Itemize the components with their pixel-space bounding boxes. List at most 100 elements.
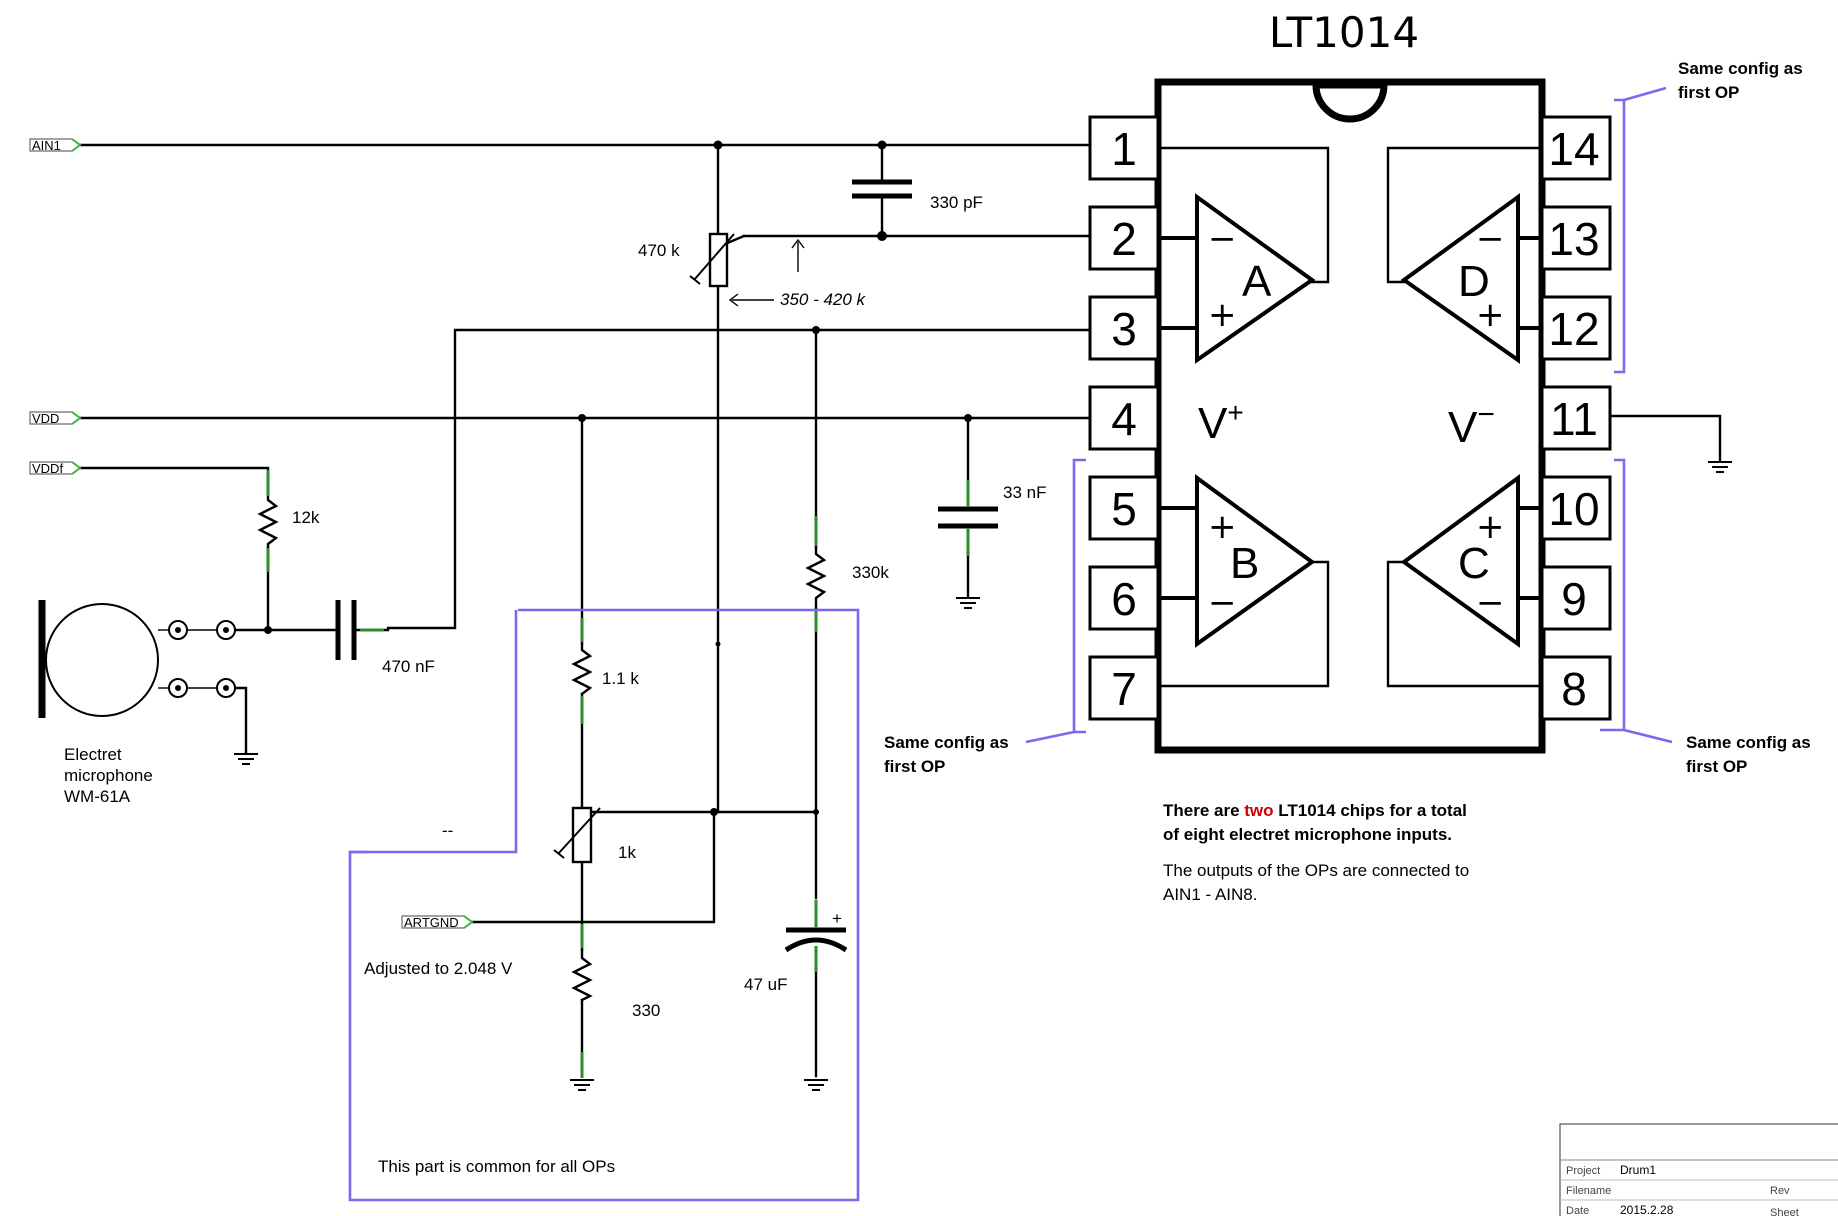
- net-label-ain1: AIN1: [29, 138, 82, 153]
- opamp-d-minus: −: [1476, 219, 1505, 259]
- bracket-left: Same config as first OP: [884, 458, 1086, 776]
- pin-1: [1088, 115, 1160, 181]
- capacitor-47uf-plus: +: [832, 909, 842, 928]
- pin-1-label: 1: [1111, 123, 1137, 175]
- project-label: Project: [1566, 1165, 1600, 1177]
- ground-symbol-330: [570, 1079, 594, 1091]
- resistor-330k-label: 330k: [852, 563, 889, 582]
- pin-13-label: 13: [1548, 213, 1599, 265]
- svg-text:AIN1: AIN1: [32, 138, 61, 153]
- ground-symbol-33nf: [956, 597, 980, 609]
- pin-12: [1540, 295, 1612, 361]
- sheet-label: Sheet: [1770, 1207, 1799, 1216]
- opamp-a-plus: +: [1208, 295, 1237, 335]
- opamp-c-plus: +: [1476, 507, 1505, 547]
- chip-count-note: There are two LT1014 chips for a total o…: [1163, 801, 1469, 904]
- pin-6: [1088, 565, 1160, 631]
- same-config-top-2: first OP: [1678, 83, 1739, 102]
- opamp-b-triangle: [1195, 474, 1316, 648]
- date-value: 2015.2.28: [1620, 1203, 1674, 1216]
- opamp-d-plus: +: [1476, 295, 1505, 335]
- pin-2-label: 2: [1111, 213, 1137, 265]
- filename-label: Filename: [1566, 1185, 1611, 1197]
- outputs-line-2: AIN1 - AIN8.: [1163, 885, 1257, 904]
- ground-symbol-mic: [234, 753, 258, 765]
- pin-10-label: 10: [1548, 483, 1599, 535]
- mic-label-3: WM-61A: [64, 787, 131, 806]
- pin-5: [1088, 475, 1160, 541]
- chip-body: [1154, 78, 1546, 754]
- pin-14-label: 14: [1548, 123, 1599, 175]
- opamp-c-triangle: [1400, 474, 1520, 648]
- capacitor-330pf-label: 330 pF: [930, 193, 983, 212]
- mic-label-2: microphone: [64, 766, 153, 785]
- opamp-a-minus: −: [1208, 219, 1237, 259]
- electret-microphone: Electret microphone WM-61A: [38, 600, 236, 806]
- potentiometer-1k: 1k: [553, 806, 636, 864]
- adjusted-note: Adjusted to 2.048 V: [364, 959, 513, 978]
- pin-8: [1540, 655, 1612, 721]
- potentiometer-1k-label: 1k: [618, 843, 636, 862]
- bracket-top-right: Same config as first OP: [1614, 59, 1803, 374]
- net-label-vddf: VDDf: [29, 461, 82, 476]
- vminus-label: V−: [1448, 398, 1495, 452]
- ground-symbol-pin11: [1708, 461, 1732, 473]
- pot-range-label: 350 - 420 k: [780, 290, 867, 309]
- opamp-d-triangle: [1400, 193, 1520, 364]
- net-label-artgnd: ARTGND: [401, 915, 474, 930]
- opamp-b: + − B: [1158, 474, 1330, 688]
- ground-symbol-47uf: [804, 1079, 828, 1091]
- mic-label-1: Electret: [64, 745, 122, 764]
- opamp-a-label: A: [1242, 257, 1272, 306]
- lt1014-chip: LT1014 1 2 3 4 5 6 7: [1088, 8, 1612, 754]
- pin-10: [1540, 475, 1612, 541]
- rev-label: Rev: [1770, 1185, 1790, 1197]
- chip-title: LT1014: [1269, 8, 1419, 57]
- opamp-a-triangle: [1195, 193, 1316, 364]
- opamp-c-minus: −: [1476, 583, 1505, 623]
- pin-5-label: 5: [1111, 483, 1137, 535]
- pin-9-label: 9: [1561, 573, 1587, 625]
- right-pins: 14 13 12 11 10 9 8: [1540, 115, 1612, 721]
- dash-mark: --: [442, 821, 453, 840]
- junctions: [264, 140, 972, 816]
- date-label: Date: [1566, 1205, 1589, 1216]
- resistor-330k: 330k: [805, 516, 889, 632]
- pin-14: [1540, 115, 1612, 181]
- capacitor-470nf: 470 nF: [335, 600, 435, 676]
- two-chips-line-2: of eight electret microphone inputs.: [1163, 825, 1452, 844]
- project-value: Drum1: [1620, 1163, 1656, 1177]
- opamp-b-minus: −: [1208, 583, 1237, 623]
- resistor-1-1k-label: 1.1 k: [602, 669, 639, 688]
- chip-notch: [1312, 81, 1388, 123]
- resistor-12k-label: 12k: [292, 508, 320, 527]
- resistor-330-label: 330: [632, 1001, 660, 1020]
- capacitor-33nf: 33 nF: [938, 480, 1046, 556]
- same-config-right-2: first OP: [1686, 757, 1747, 776]
- pin-3: [1088, 295, 1160, 361]
- same-config-right-1: Same config as: [1686, 733, 1811, 752]
- opamp-b-label: B: [1230, 539, 1259, 588]
- pin-11-label: 11: [1550, 393, 1598, 445]
- common-part-note: This part is common for all OPs: [378, 1157, 615, 1176]
- vplus-label: V+: [1198, 397, 1244, 448]
- potentiometer-470k: 470 k 350 - 420 k: [638, 232, 867, 309]
- svg-text:VDD: VDD: [32, 411, 59, 426]
- bracket-bottom-right: Same config as first OP: [1600, 458, 1811, 776]
- pin-4: [1088, 385, 1160, 451]
- opamp-b-plus: +: [1208, 507, 1237, 547]
- pin-6-label: 6: [1111, 573, 1137, 625]
- pin-13: [1540, 205, 1612, 271]
- pin-12-label: 12: [1548, 303, 1599, 355]
- capacitor-330pf: 330 pF: [852, 179, 983, 212]
- title-block: Project Drum1 Filename Rev Date 2015.2.2…: [1559, 1123, 1838, 1216]
- pin-4-label: 4: [1111, 393, 1137, 445]
- resistor-330: 330: [571, 924, 660, 1078]
- same-config-left-2: first OP: [884, 757, 945, 776]
- pin-7: [1088, 655, 1160, 721]
- pin-7-label: 7: [1111, 663, 1137, 715]
- outputs-line-1: The outputs of the OPs are connected to: [1163, 861, 1469, 880]
- svg-text:ARTGND: ARTGND: [404, 915, 459, 930]
- opamp-d-label: D: [1458, 257, 1490, 306]
